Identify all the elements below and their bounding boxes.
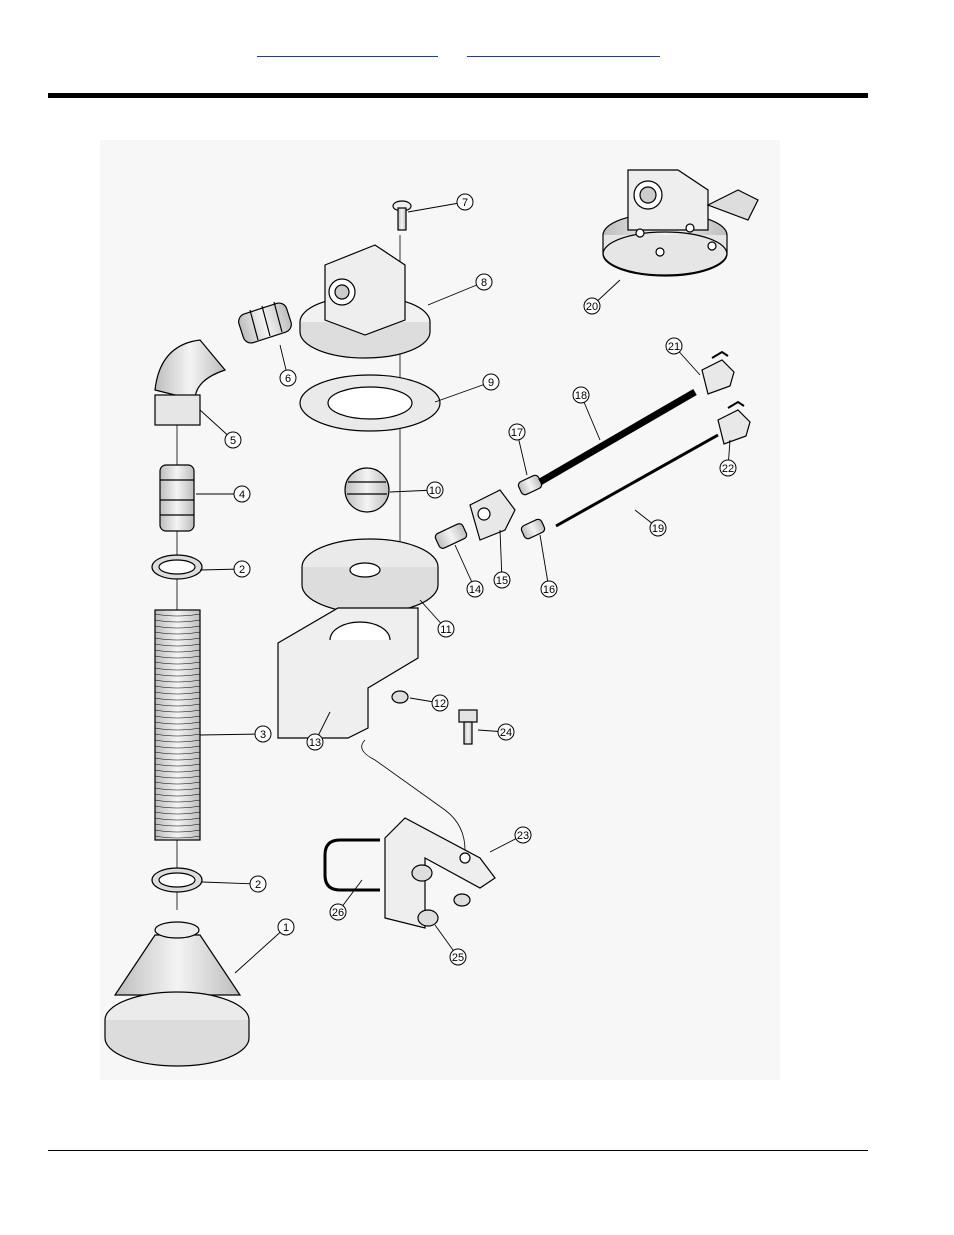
callout-number: 22 <box>722 463 734 475</box>
callout-19: 19 <box>650 520 666 536</box>
callout-20: 20 <box>584 298 600 314</box>
callout-number: 19 <box>652 523 664 535</box>
callout-number: 17 <box>511 427 523 439</box>
callout-21: 21 <box>666 338 682 354</box>
callout-number: 3 <box>260 729 266 741</box>
callout-number: 6 <box>285 373 291 385</box>
callout-18: 18 <box>573 387 589 403</box>
callout-number: 14 <box>469 584 481 596</box>
callout-4: 4 <box>234 486 250 502</box>
callout-number: 10 <box>429 485 441 497</box>
callout-8: 8 <box>476 274 492 290</box>
callout-number: 15 <box>496 575 508 587</box>
callout-number: 8 <box>481 277 487 289</box>
callout-22: 22 <box>720 460 736 476</box>
callout-15: 15 <box>494 572 510 588</box>
callout-26: 26 <box>330 904 346 920</box>
callout-16: 16 <box>541 581 557 597</box>
part-2-clamp-upper <box>152 555 202 579</box>
callout-10: 10 <box>427 482 443 498</box>
callout-1: 1 <box>278 919 294 935</box>
callout-number: 12 <box>434 698 446 710</box>
callout-3: 3 <box>255 726 271 742</box>
callout-number: 13 <box>309 737 321 749</box>
callout-9: 9 <box>483 374 499 390</box>
callout-number: 5 <box>230 435 236 447</box>
callout-14: 14 <box>467 581 483 597</box>
callout-17: 17 <box>509 424 525 440</box>
callout-number: 2 <box>255 879 261 891</box>
callout-number: 23 <box>517 830 529 842</box>
exploded-parts-diagram: 1223456789101112131415161718192021222324… <box>100 140 780 1080</box>
callout-number: 2 <box>239 564 245 576</box>
callout-12: 12 <box>432 695 448 711</box>
header-link-left[interactable] <box>257 44 438 57</box>
callout-number: 21 <box>668 341 680 353</box>
callout-7: 7 <box>457 194 473 210</box>
footer-rule <box>48 1150 868 1151</box>
callout-number: 24 <box>500 727 512 739</box>
callout-23: 23 <box>515 827 531 843</box>
callout-number: 16 <box>543 584 555 596</box>
callout-number: 7 <box>462 197 468 209</box>
callout-number: 25 <box>452 952 464 964</box>
callout-2: 2 <box>250 876 266 892</box>
callout-5: 5 <box>225 432 241 448</box>
callout-24: 24 <box>498 724 514 740</box>
part-10-diaphragm <box>345 468 389 512</box>
header-rule <box>48 93 868 98</box>
callout-number: 26 <box>332 907 344 919</box>
callout-2: 2 <box>234 561 250 577</box>
part-9-gasket <box>300 375 440 431</box>
part-11-lower-housing <box>302 539 438 613</box>
callout-11: 11 <box>438 621 454 637</box>
callout-number: 11 <box>440 624 451 636</box>
part-4-adapter <box>160 465 194 531</box>
callout-number: 1 <box>283 922 289 934</box>
callout-25: 25 <box>450 949 466 965</box>
part-2-clamp-lower <box>152 868 202 892</box>
callout-13: 13 <box>307 734 323 750</box>
part-3-hose <box>155 610 200 840</box>
callout-number: 18 <box>575 390 587 402</box>
part-12-nut <box>392 691 408 703</box>
callout-number: 9 <box>488 377 494 389</box>
callout-6: 6 <box>280 370 296 386</box>
callout-number: 20 <box>586 301 598 313</box>
header-link-right[interactable] <box>467 44 660 57</box>
callout-number: 4 <box>239 489 245 501</box>
